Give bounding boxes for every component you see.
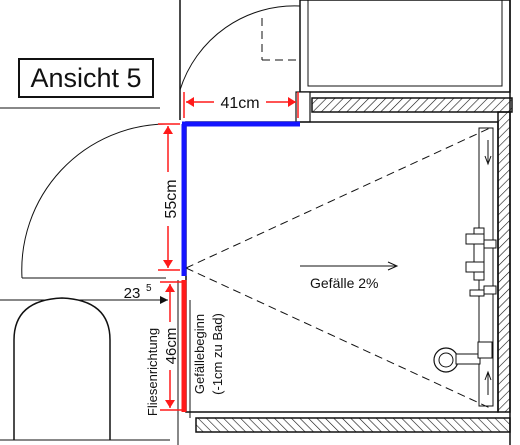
view-label: Ansicht 5 [18,58,154,98]
door-swing-arc [21,123,167,279]
slope-line [185,127,491,269]
tile-direction-note: Fliesenrichtung [145,328,160,416]
dimension-small-sup: 5 [146,283,152,294]
dimension-arrow [165,400,175,408]
slope-arrow-head [387,261,399,271]
dimension-arrow [288,97,296,107]
dimension-arrow [186,97,194,107]
slope-label: Gefälle 2% [310,275,378,291]
slope-start-note: Gefällebeginn [192,314,207,394]
flow-arrow-head [484,370,492,381]
dimension-arrow [165,284,175,292]
dimension-small: 23 [124,285,141,302]
dimension-lower-length: 46cm [163,328,180,365]
dimension-arrow [163,126,173,134]
slope-start-subnote: (-1cm zu Bad) [210,313,225,395]
dimension-arrow [160,296,168,304]
dimension-top-width: 41cm [220,95,259,112]
shower-head-icon [433,347,459,373]
upper-cabinet [299,0,511,93]
valve-knob [483,239,497,249]
bottom-hatched-wall [195,417,511,433]
right-hatched-wall [497,111,511,413]
shower-bracket [477,341,493,359]
dimension-arrow [163,260,173,268]
shower-arm [455,353,481,365]
dimension-left-length: 55cm [163,179,180,218]
shower-head-inner [438,352,454,368]
mixer-plate [473,227,485,281]
valve [465,261,485,273]
upper-cabinet-inner [307,0,503,87]
slope-line [185,267,491,409]
valve [465,233,485,245]
valve [469,289,485,297]
door-swing-arc [179,5,301,91]
valve-knob [483,285,497,295]
toilet-icon [13,297,111,440]
top-hatched-wall [311,97,513,113]
flow-arrow-head [484,155,492,166]
